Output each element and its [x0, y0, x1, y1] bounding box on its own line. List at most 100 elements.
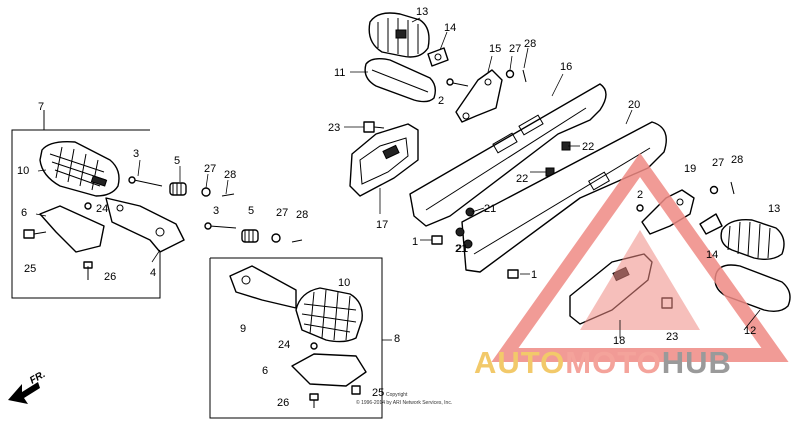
callout-14: 14	[444, 22, 456, 34]
nut-1-b	[507, 269, 519, 279]
callout-28: 28	[731, 154, 743, 166]
callout-24: 24	[96, 203, 108, 215]
copyright-line-2: © 1996-2014 by ARI Network Services, Inc…	[356, 399, 452, 406]
grip-rubber-right	[720, 219, 785, 261]
callout-21: 21	[456, 243, 468, 255]
step-bar-16	[409, 83, 607, 227]
footpeg-rubber-center	[295, 287, 363, 343]
grip-top	[364, 57, 437, 103]
washer-19	[709, 185, 719, 195]
callout-15: 15	[489, 43, 501, 55]
callout-26: 26	[277, 397, 289, 409]
callout-5: 5	[174, 155, 180, 167]
callout-17: 17	[376, 219, 388, 231]
callout-25: 25	[372, 387, 384, 399]
cotter-19	[730, 181, 735, 195]
copyright-line-1: Copyright	[386, 392, 408, 398]
group-box-center	[209, 257, 383, 419]
callout-13: 13	[768, 203, 780, 215]
group-box-left-bottom	[11, 240, 161, 299]
footpeg-bracket-center	[229, 265, 297, 309]
washer-15	[505, 69, 515, 79]
pin-left	[128, 176, 163, 187]
washer-14-right	[699, 213, 723, 235]
callout-11: 11	[334, 67, 345, 79]
callout-3: 3	[213, 205, 219, 217]
watermark-logo	[491, 152, 789, 362]
grip-12	[714, 264, 791, 313]
spring-center	[241, 229, 259, 243]
nut-24-center	[310, 342, 318, 350]
callout-19: 19	[684, 163, 696, 175]
callout-7: 7	[38, 101, 44, 113]
washer-left	[201, 187, 211, 197]
bolt-2-top	[446, 78, 469, 87]
callout-26: 26	[104, 271, 116, 283]
callout-8: 8	[394, 333, 400, 345]
watermark-text-part3: HUB	[662, 345, 732, 380]
callout-2: 2	[637, 189, 643, 201]
washer-center	[271, 233, 281, 243]
callout-22: 22	[582, 141, 594, 153]
nut-24-left	[84, 202, 92, 210]
watermark-triangle	[491, 152, 789, 362]
cotter-15	[522, 69, 527, 83]
callout-3: 3	[133, 148, 139, 160]
pin-center	[204, 222, 237, 230]
bracket-left	[39, 205, 105, 253]
footpeg-bracket-left	[105, 197, 185, 253]
callout-28: 28	[296, 209, 308, 221]
callout-27: 27	[276, 207, 288, 219]
callout-23: 23	[328, 122, 340, 134]
callout-27: 27	[204, 163, 216, 175]
callout-5: 5	[248, 205, 254, 217]
callout-10: 10	[17, 165, 29, 177]
grip-rubber-top	[368, 12, 430, 58]
watermark-text-part2: MOTO	[565, 345, 661, 380]
callout-18: 18	[613, 335, 625, 347]
nut-1-a	[431, 235, 443, 245]
bolt-21-a	[465, 207, 475, 217]
callout-4: 4	[150, 267, 156, 279]
callout-6: 6	[262, 365, 268, 377]
footpeg-rubber-left	[39, 140, 120, 197]
washer-14-top	[427, 47, 449, 67]
callout-25: 25	[24, 263, 36, 275]
group-box-left	[11, 129, 150, 250]
callout-27: 27	[712, 157, 724, 169]
front-direction-arrow	[8, 382, 40, 404]
leader-lines	[35, 17, 761, 341]
callout-16: 16	[560, 61, 572, 73]
callout-6: 6	[21, 207, 27, 219]
front-direction-label: FR.	[28, 369, 47, 387]
spring-left	[169, 182, 187, 196]
callout-14: 14	[706, 249, 718, 261]
bolt-21-b	[455, 227, 465, 237]
callout-12: 12	[744, 325, 756, 337]
callout-28: 28	[524, 38, 536, 50]
callout-2: 2	[438, 95, 444, 107]
bolt-2-right	[636, 204, 644, 212]
watermark-text-part1: AUTO	[474, 345, 565, 380]
bolt-23-top	[363, 121, 385, 133]
callout-21: 21	[484, 203, 496, 215]
callout-10: 10	[338, 277, 350, 289]
callout-23: 23	[666, 331, 678, 343]
bolt-25-left	[23, 229, 47, 239]
callout-22: 22	[516, 173, 528, 185]
cotter-pin-left	[221, 193, 235, 197]
callout-1: 1	[531, 269, 537, 281]
callout-27: 27	[509, 43, 521, 55]
watermark-text: AUTOMOTOHUB	[474, 345, 732, 380]
step-bar-20	[461, 121, 667, 273]
callout-24: 24	[278, 339, 290, 351]
cotter-pin-center	[291, 239, 303, 243]
callout-9: 9	[240, 323, 246, 335]
callout-21: 21	[455, 243, 467, 255]
callout-1: 1	[412, 236, 418, 248]
bolt-26-center	[309, 393, 319, 408]
callout-20: 20	[628, 99, 640, 111]
bracket-center	[291, 353, 367, 387]
